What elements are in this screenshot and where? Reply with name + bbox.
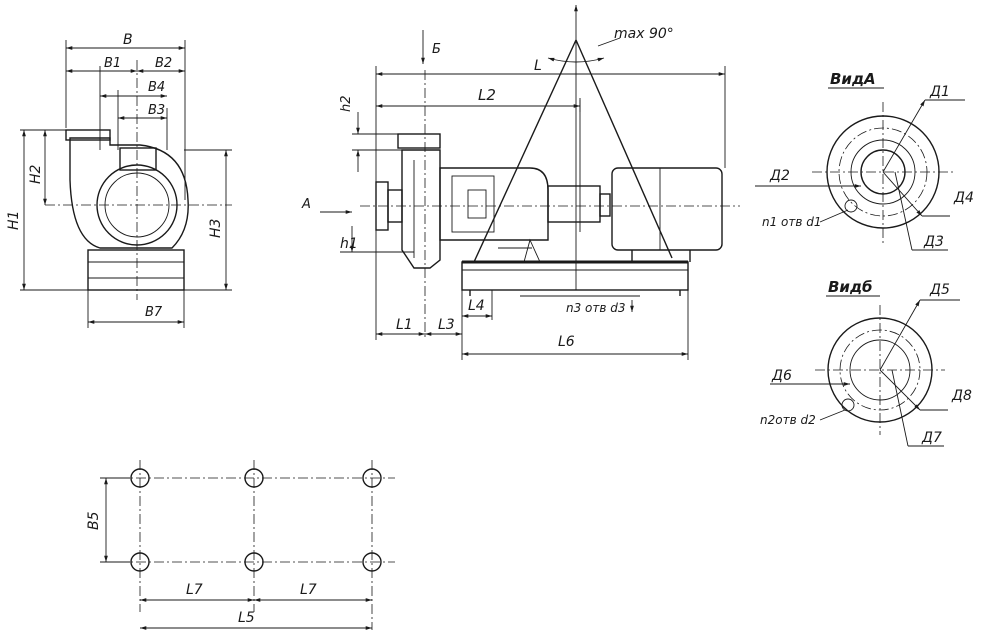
label-L3: L3 (438, 317, 455, 333)
label-arrow-B: Б (432, 42, 441, 57)
label-D4: Д4 (953, 190, 974, 206)
label-L7-first: L7 (186, 582, 203, 598)
view-a: ВидА Д1 Д2 Д4 Д3 n1 отв d1 (755, 70, 974, 251)
pump-base-frame (461, 261, 689, 291)
label-h2: h2 (339, 95, 354, 112)
anchor-hole (244, 552, 264, 572)
label-D3: Д3 (923, 234, 944, 250)
view-a-bolt-hole (844, 199, 858, 213)
front-volute (69, 137, 189, 249)
label-H2: H2 (28, 164, 44, 184)
label-L4: L4 (468, 298, 485, 314)
label-L1: L1 (396, 317, 413, 333)
label-D2: Д2 (769, 168, 790, 184)
label-L5: L5 (238, 610, 255, 626)
anchor-hole (244, 468, 264, 488)
pump-body (401, 149, 441, 269)
anchor-hole (362, 468, 382, 488)
label-holes-n3-d3: n3 отв d3 (566, 301, 626, 315)
label-B4: B4 (148, 80, 165, 95)
label-arrow-A: А (301, 197, 311, 212)
anchor-hole (130, 468, 150, 488)
label-D1: Д1 (929, 84, 950, 100)
foundation-plan: B5 L7 L7 L5 (86, 460, 395, 630)
label-holes-n2-d2: n2отв d2 (760, 413, 816, 427)
front-outlet-flange (65, 129, 111, 141)
electric-motor (611, 167, 723, 251)
label-D8: Д8 (951, 388, 972, 404)
view-b-title: Видб (828, 278, 873, 296)
front-base (87, 249, 185, 291)
side-view: max 90° L Б А (301, 5, 740, 360)
label-D6: Д6 (771, 368, 792, 384)
label-B5: B5 (86, 511, 102, 530)
label-L2: L2 (478, 86, 496, 104)
label-D7: Д7 (921, 430, 942, 446)
label-holes-n1-d1: n1 отв d1 (762, 215, 822, 229)
coupling (547, 185, 601, 223)
outlet-flange (397, 133, 441, 149)
label-L: L (534, 58, 542, 74)
bearing-housing (439, 167, 549, 241)
view-b-bolt-hole (841, 398, 855, 412)
view-a-title: ВидА (830, 70, 876, 88)
label-B1: B1 (104, 56, 121, 71)
label-D5: Д5 (929, 282, 950, 298)
label-H1: H1 (6, 211, 22, 230)
anchor-hole (362, 552, 382, 572)
label-B3: B3 (148, 103, 165, 118)
label-H3: H3 (208, 219, 224, 238)
label-B7: B7 (145, 305, 163, 320)
view-b: Видб Д5 Д6 Д8 Д7 n2отв d2 (760, 278, 972, 447)
label-L6: L6 (558, 334, 575, 350)
anchor-hole (130, 552, 150, 572)
label-max-angle: max 90° (614, 26, 674, 42)
label-L7-second: L7 (300, 582, 317, 598)
label-B2: B2 (155, 56, 172, 71)
label-B: B (123, 32, 133, 48)
front-view: B B1 B2 B4 B3 B7 H1 H2 H3 (6, 32, 232, 328)
label-h1: h1 (340, 236, 358, 252)
